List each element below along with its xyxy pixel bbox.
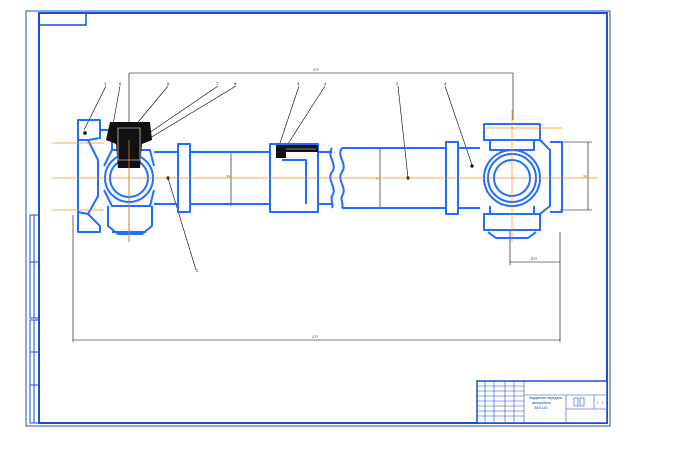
callout-labels: 1 6 5 7 8 3 4 2 4 2 1?? 1?? 2?? ?? ?? ?? xyxy=(104,68,587,339)
callout-3: 3 xyxy=(297,81,300,86)
sheet-count: 1 xyxy=(601,401,603,405)
title-block: Карданная передача автомобиля ЗИЛ-130 1 … xyxy=(476,380,608,424)
inner-border xyxy=(38,12,608,424)
title-line-3: ЗИЛ-130 xyxy=(534,406,548,410)
center-lines xyxy=(52,110,598,242)
callout-8: 8 xyxy=(234,81,237,86)
sheet-number: 1 xyxy=(597,401,599,405)
left-side-stamp xyxy=(29,214,40,424)
top-left-stamp-box xyxy=(38,12,87,26)
callout-4a: 4 xyxy=(324,81,327,86)
section-hatch xyxy=(106,122,318,168)
callout-2a: 2 xyxy=(396,81,399,86)
callout-2b: 2 xyxy=(196,268,199,273)
dim-bottom-overall: 1?? xyxy=(312,335,318,339)
cardan-shaft-drawing: 1 6 5 7 8 3 4 2 4 2 1?? 1?? 2?? ?? ?? ?? xyxy=(52,68,598,342)
dim-right-offset: 2?? xyxy=(531,257,537,261)
title-line-1: Карданная передача xyxy=(529,396,562,400)
dim-tube-diameter: ?? xyxy=(375,177,379,181)
dimension-lines xyxy=(72,72,592,342)
callout-6: 6 xyxy=(119,81,122,86)
dim-right-height: ?? xyxy=(583,175,587,179)
callout-7: 7 xyxy=(216,81,219,86)
callout-4b: 4 xyxy=(444,81,447,86)
dim-top-overall: 1?? xyxy=(313,68,319,72)
outer-border xyxy=(25,10,611,427)
dim-shaft-diameter: ?? xyxy=(226,175,230,179)
title-line-2: автомобиля xyxy=(532,401,551,405)
callout-5: 5 xyxy=(167,81,170,86)
callout-1: 1 xyxy=(104,81,107,86)
